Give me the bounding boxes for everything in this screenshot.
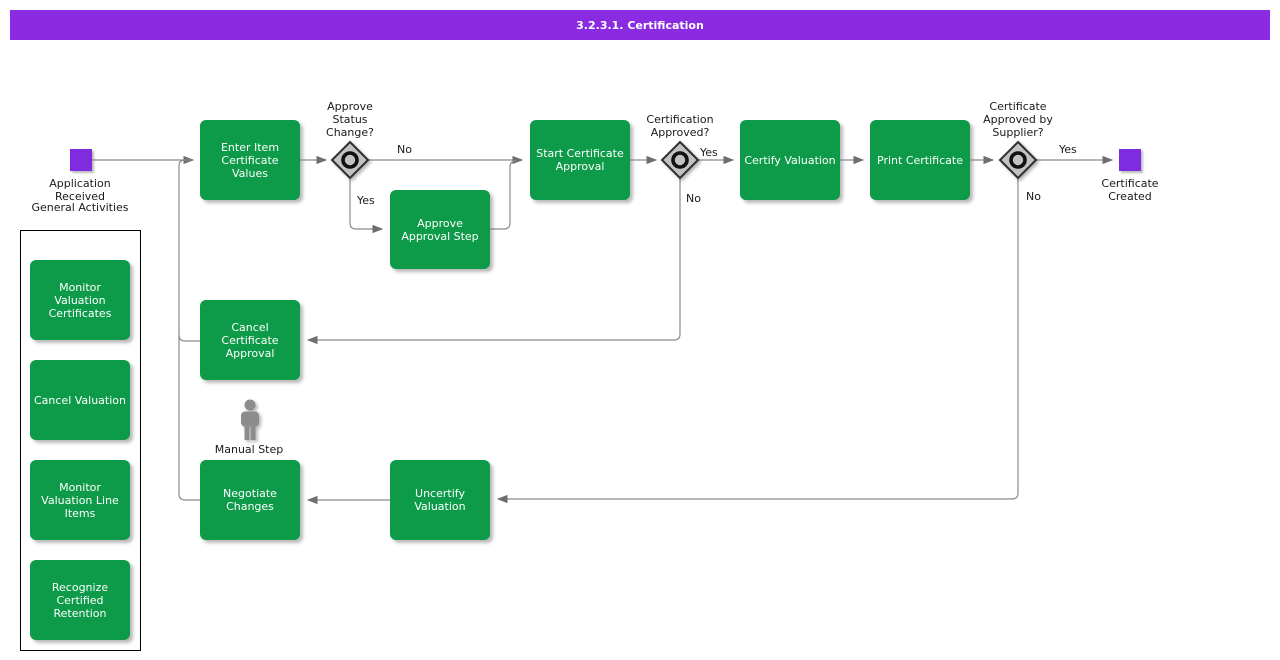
gateway-approve-status-change (330, 140, 370, 180)
gateway-certificate-approved-by-supplier (998, 140, 1038, 180)
task-uncertify-valuation[interactable]: Uncertify Valuation (390, 460, 490, 540)
edge-label-no-approve-status: No (397, 143, 412, 156)
task-monitor-valuation-certificates[interactable]: Monitor Valuation Certificates (30, 260, 130, 340)
edge-label-no-supplier-approved: No (1026, 190, 1041, 203)
gateway-certification-approved (660, 140, 700, 180)
task-recognize-certified-retention[interactable]: Recognize Certified Retention (30, 560, 130, 640)
gateway-approve-status-change-label: Approve Status Change? (326, 100, 374, 139)
edge-feedback-trunk (178, 159, 200, 501)
edge-approve-step-return (490, 160, 517, 230)
task-cancel-certificate-approval[interactable]: Cancel Certificate Approval (200, 300, 300, 380)
task-print-certificate[interactable]: Print Certificate (870, 120, 970, 200)
end-event-label: Certificate Created (1101, 177, 1159, 203)
end-event[interactable] (1119, 149, 1141, 171)
edge-gateway3-no-to-uncertify (496, 178, 1019, 504)
manual-step-label: Manual Step (214, 443, 284, 456)
task-negotiate-changes[interactable]: Negotiate Changes (200, 460, 300, 540)
edge-label-yes-approve-status: Yes (357, 194, 375, 207)
task-approve-approval-step[interactable]: Approve Approval Step (390, 190, 490, 269)
manual-step-person-icon (241, 399, 259, 440)
start-event-label: Application Received (49, 177, 111, 203)
task-monitor-valuation-line-items[interactable]: Monitor Valuation Line Items (30, 460, 130, 540)
gateway-certificate-approved-by-supplier-label: Certificate Approved by Supplier? (983, 100, 1053, 139)
gateway-certification-approved-label: Certification Approved? (646, 113, 714, 139)
task-cancel-valuation[interactable]: Cancel Valuation (30, 360, 130, 440)
page-title: 3.2.3.1. Certification (10, 10, 1270, 40)
start-event[interactable] (70, 149, 92, 171)
edge-label-no-certification-approved: No (686, 192, 701, 205)
task-enter-item-certificate-values[interactable]: Enter Item Certificate Values (200, 120, 300, 200)
general-activities-label: General Activities (31, 201, 129, 214)
task-start-certificate-approval[interactable]: Start Certificate Approval (530, 120, 630, 200)
task-certify-valuation[interactable]: Certify Valuation (740, 120, 840, 200)
edge-label-yes-certification-approved: Yes (700, 146, 718, 159)
edge-label-yes-supplier-approved: Yes (1059, 143, 1077, 156)
edge-cancel-to-trunk (178, 334, 200, 342)
